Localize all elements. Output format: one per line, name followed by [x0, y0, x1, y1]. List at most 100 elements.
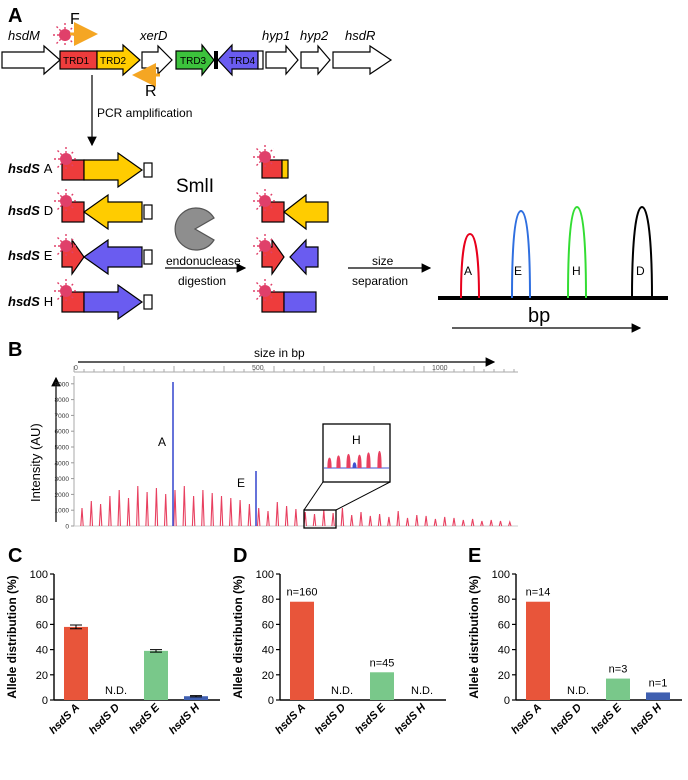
y-axis-label: Allele distribution (%)	[231, 575, 245, 698]
gene-label-hsdm: hsdM	[8, 28, 40, 43]
fragment-d	[252, 188, 329, 231]
bar	[64, 626, 88, 700]
gene-label-hyp2: hyp2	[300, 28, 329, 43]
zoom-trace	[324, 450, 389, 469]
panel-label-b: B	[8, 339, 22, 361]
trace-peak	[340, 507, 345, 527]
bar-annotation: N.D.	[567, 685, 589, 697]
bar	[290, 601, 314, 700]
bar	[370, 672, 394, 700]
intensity-tick-label: 1000	[55, 508, 70, 515]
peak-e-label: E	[237, 476, 245, 490]
y-tick-label: 60	[36, 619, 48, 631]
y-tick-label: 100	[492, 569, 510, 581]
y-tick-label: 100	[30, 569, 48, 581]
y-tick-label: 20	[498, 670, 510, 682]
trd1-label: TRD1	[63, 56, 90, 67]
primer-r-label: R	[145, 83, 157, 100]
y-tick-label: 80	[262, 594, 274, 606]
gene-arrow-hyp2	[300, 44, 331, 76]
category-label: hsdS D	[549, 702, 584, 737]
trd2-label: TRD2	[100, 56, 127, 67]
y-axis-label: Allele distribution (%)	[5, 575, 19, 698]
trd4-label: TRD4	[229, 56, 256, 67]
intensity-tick-label: 8000	[55, 397, 70, 404]
gene-label-hsdr: hsdR	[345, 28, 375, 43]
trace-peak	[210, 492, 214, 527]
y-tick-label: 40	[498, 645, 510, 657]
error-bar	[190, 695, 202, 698]
intensity-tick-label: 7000	[55, 413, 70, 420]
bar-annotation: n=1	[649, 677, 668, 689]
schematic-peak-h	[567, 205, 587, 299]
bar	[646, 692, 670, 700]
digestion-label-1: endonuclease	[166, 254, 241, 268]
trace-peak	[117, 489, 121, 527]
error-bar	[70, 624, 82, 630]
trace-peak	[368, 515, 373, 527]
y-tick-label: 60	[262, 619, 274, 631]
error-bar	[150, 649, 162, 653]
electropherogram-trace	[80, 485, 512, 527]
schematic-peak-label-e: E	[514, 264, 522, 278]
zoom-peak-h-label: H	[352, 433, 361, 447]
bar	[526, 601, 550, 700]
intensity-tick-label: 6000	[55, 429, 70, 436]
y-tick-label: 80	[36, 594, 48, 606]
trace-peak	[396, 510, 400, 527]
category-label: hsdS A	[47, 702, 82, 737]
schematic-peak-label-a: A	[464, 264, 472, 278]
gene-arrow-xerd	[141, 44, 173, 76]
trd-divider	[214, 51, 218, 69]
trace-peak	[219, 495, 224, 527]
trd3-label: TRD3	[180, 56, 207, 67]
category-label: hsdS E	[589, 701, 624, 736]
bar-annotation: N.D.	[411, 685, 433, 697]
trace-peak	[433, 518, 438, 527]
trace-peak	[470, 518, 475, 527]
category-label: hsdS A	[509, 702, 544, 737]
schematic-peak-d	[631, 205, 653, 299]
panel-label-a: A	[8, 5, 22, 27]
gene-arrow-hsdr	[332, 44, 393, 76]
trace-peak	[424, 515, 428, 527]
trace-peak	[442, 516, 447, 527]
size-tick-500: 500	[252, 365, 264, 372]
fragment-a	[252, 144, 289, 179]
size-scale	[73, 366, 518, 373]
trd3-block	[175, 43, 215, 77]
trace-peak	[359, 511, 363, 527]
trace-peak	[461, 519, 466, 527]
fragment-h	[252, 278, 317, 313]
allele-h-construct	[53, 278, 153, 321]
category-label: hsdS E	[127, 701, 162, 736]
category-label: hsdS A	[273, 702, 308, 737]
bar	[606, 678, 630, 700]
schematic-peak-e	[511, 209, 531, 299]
allele-d-construct	[53, 188, 153, 231]
trace-peak	[508, 520, 512, 527]
trace-peak	[452, 517, 456, 527]
bar-annotation: n=14	[526, 587, 551, 599]
gene-label-xerd: xerD	[139, 28, 167, 43]
bar-annotation: n=3	[609, 664, 628, 676]
category-label: hsdS D	[87, 702, 122, 737]
trace-peak	[331, 512, 335, 527]
y-tick-label: 60	[498, 619, 510, 631]
bar	[144, 650, 168, 700]
trace-peak	[294, 508, 298, 527]
trace-peak	[98, 503, 103, 527]
y-tick-label: 0	[42, 695, 48, 707]
category-label: hsdS H	[167, 701, 203, 737]
trace-peak	[247, 503, 252, 527]
intensity-tick-label: 4000	[55, 460, 70, 467]
panel-label-d: D	[233, 545, 247, 567]
intensity-tick-label: 5000	[55, 445, 70, 452]
